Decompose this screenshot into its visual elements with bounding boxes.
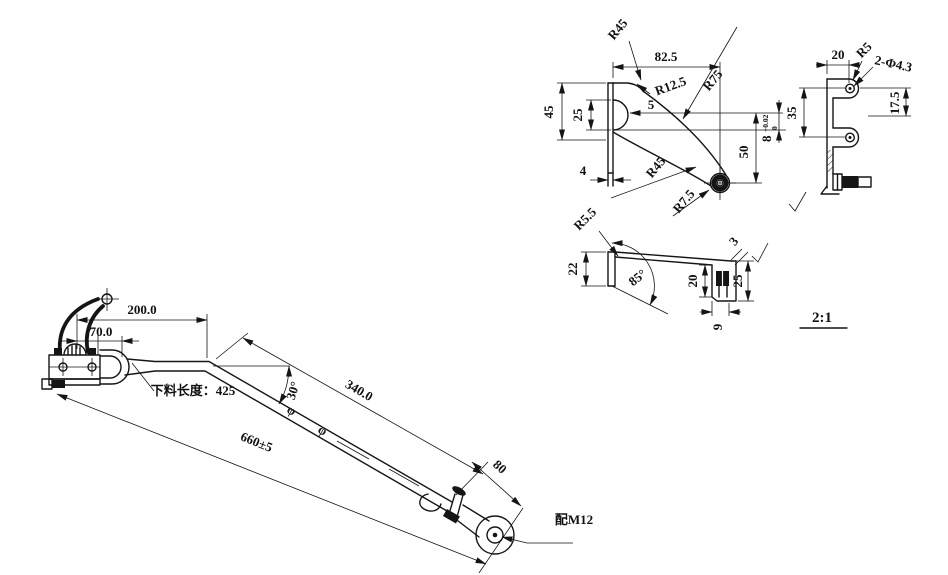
dim-3: 3 [726, 233, 742, 248]
dim-50: 50 [736, 146, 751, 159]
dim-r5: R5 [853, 39, 875, 61]
side-view: 20 R5 2-Φ4.3 35 17.5 [784, 39, 914, 212]
dim-80: 80 [490, 457, 510, 477]
dim-22: 22 [565, 263, 580, 276]
main-view: φ φ 200.0 70.0 下 [41, 288, 593, 574]
dim-r5-5: R5.5 [570, 204, 599, 233]
dim-25: 25 [570, 108, 585, 122]
dim-20-clamp: 20 [685, 275, 700, 288]
fit-m12-label: 配M12 [555, 512, 593, 527]
tube-arm: φ φ [97, 332, 453, 512]
dim-25-clamp: 25 [730, 274, 745, 288]
hook-detail-view: 82.5 R45 R12.5 R75 R45 R7.5 45 2 [541, 15, 786, 217]
dim-9: 9 [710, 323, 725, 330]
dim-70: 70.0 [90, 324, 113, 339]
dim-r45-top: R45 [605, 15, 631, 42]
dim-8: 8 [759, 135, 774, 142]
dim-r12-5: R12.5 [653, 73, 689, 98]
dim-200: 200.0 [127, 302, 156, 317]
surface-finish-icon [788, 191, 807, 212]
surface-finish-icon [751, 242, 769, 263]
dim-45: 45 [541, 105, 556, 119]
dim-20: 20 [832, 47, 845, 62]
side-outline [788, 78, 872, 212]
scale-2-1: 2:1 [812, 310, 832, 326]
main-dimensions: 200.0 70.0 下料长度：425 30° 340.0 80 660±5 [56, 302, 593, 574]
phi-mark-1: φ [285, 402, 300, 419]
blank-length-label: 下料长度：425 [151, 383, 236, 398]
dim-r75: R75 [700, 66, 726, 93]
dim-r45-inner: R45 [643, 153, 669, 180]
dim-85deg: 85° [625, 266, 649, 289]
dim-82-5: 82.5 [655, 49, 678, 64]
dim-660: 660±5 [238, 429, 275, 455]
clamp-detail-view: R5.5 22 85° 20 25 3 [565, 204, 848, 330]
hook-outline [607, 82, 736, 200]
dim-340: 340.0 [343, 376, 376, 404]
hook-dimensions: 82.5 R45 R12.5 R75 R45 R7.5 45 2 [541, 15, 786, 217]
dim-35: 35 [784, 106, 799, 120]
dim-8-tol: 8 +0.02 0 [759, 114, 779, 142]
dim-8-tol-lower: 0 [770, 126, 779, 130]
hook-wire [57, 288, 119, 354]
dim-30deg: 30° [283, 380, 303, 402]
clamp-dimensions: R5.5 22 85° 20 25 3 [565, 204, 769, 330]
scale-label: 2:1 [799, 310, 848, 329]
dim-4: 4 [580, 163, 587, 178]
dim-5: 5 [648, 97, 655, 112]
dim-17-5: 17.5 [887, 91, 902, 114]
dim-2-phi-4-3: 2-Φ4.3 [873, 52, 914, 75]
dim-8-tol-upper: +0.02 [761, 114, 770, 132]
mount-block [41, 343, 101, 390]
